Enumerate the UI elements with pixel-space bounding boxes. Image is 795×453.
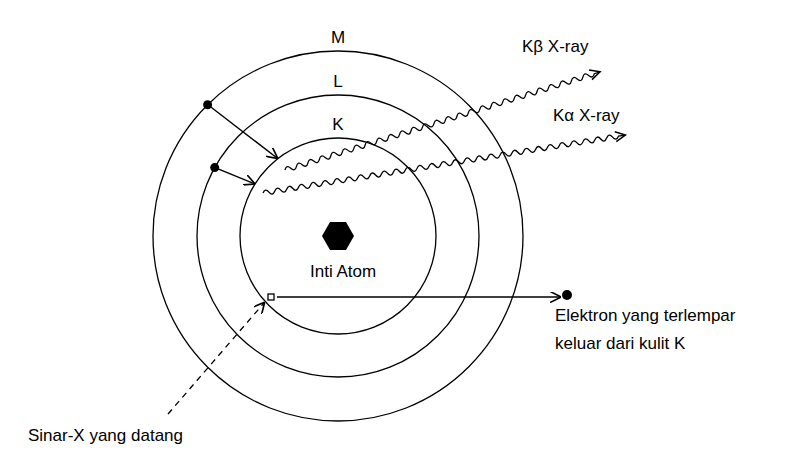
shell-ring bbox=[197, 95, 479, 377]
ejected-electron-path bbox=[277, 296, 560, 297]
shell-label: K bbox=[332, 115, 343, 135]
electron-transition-arrow bbox=[207, 104, 277, 158]
annotation-label: Elektron yang terlempar keluar dari kuli… bbox=[555, 302, 760, 358]
shell-ring bbox=[153, 51, 523, 421]
wave-line bbox=[263, 133, 626, 196]
shell-ring bbox=[240, 138, 436, 334]
shell-label: M bbox=[331, 28, 345, 48]
annotation-label: Kα X-ray bbox=[553, 106, 620, 126]
annotation-label: Sinar-X yang datang bbox=[28, 426, 183, 446]
annotation-label: Inti Atom bbox=[310, 262, 376, 282]
shell-circle: LK bbox=[197, 95, 479, 377]
shell-outline bbox=[153, 51, 523, 421]
shell-circle: MLK bbox=[153, 51, 523, 421]
shell-outline bbox=[197, 95, 479, 377]
wave-arrowhead bbox=[615, 130, 626, 141]
nucleus bbox=[322, 222, 354, 250]
annotation-label: Kβ X-ray bbox=[522, 37, 588, 57]
shell-label: L bbox=[333, 72, 342, 92]
shell-outline bbox=[240, 138, 436, 334]
electron-vacancy bbox=[268, 294, 274, 300]
shell-circle: K bbox=[240, 138, 436, 334]
wave-arrowhead bbox=[589, 67, 602, 80]
incoming-xray bbox=[168, 303, 264, 414]
electron-transition-arrow bbox=[214, 167, 254, 183]
ejected-electron bbox=[562, 290, 572, 300]
